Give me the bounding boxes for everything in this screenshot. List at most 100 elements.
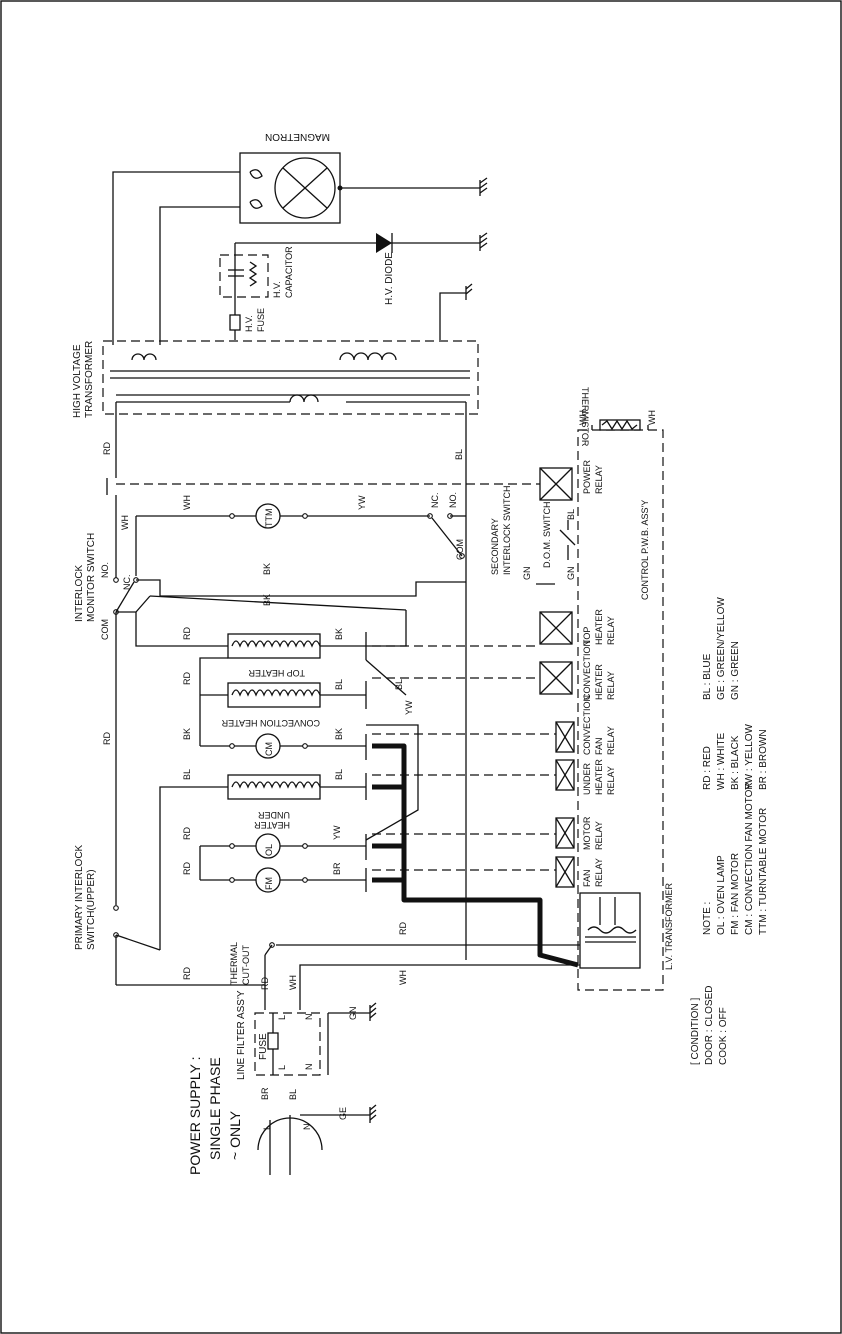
- wire-bk-cm: BK: [182, 728, 192, 740]
- wire-bl-plug: BL: [288, 1089, 298, 1100]
- power-supply-line-2: SINGLE PHASE: [207, 1057, 223, 1160]
- wire-com-sec: COM: [455, 539, 465, 560]
- notes-col1-3: CM : CONVECTION FAN MOTOR: [744, 782, 755, 935]
- wire-nc-sec: NC.: [430, 493, 440, 509]
- interlock-monitor-label-2: MONITOR SWITCH: [86, 533, 97, 622]
- magnetron-label: MAGNETRON: [265, 131, 330, 142]
- wire-bk-2: BK: [262, 594, 272, 606]
- magnetron: MAGNETRON: [239, 131, 343, 224]
- conv-fan-relay-label-3: RELAY: [606, 726, 616, 755]
- cm-label: CM: [264, 742, 274, 756]
- ground-icon: [369, 1002, 377, 1021]
- wire-n-bot: N: [304, 1064, 314, 1071]
- notes-col2-4: YW : YELLOW: [744, 723, 755, 790]
- notes-col3-2: GE : GREEN/YELLOW: [716, 597, 727, 700]
- under-heater-relay-label-1: UNDER: [582, 762, 592, 795]
- hv-fuse-icon: [229, 314, 241, 331]
- wire-wh-ttm: WH: [182, 495, 192, 510]
- thermistor: [591, 419, 649, 431]
- fan-relay-label-1: FAN: [582, 869, 592, 887]
- wire-gn-dom: GN: [566, 567, 576, 581]
- power-plug: [257, 1115, 323, 1175]
- fm-motor-icon: [255, 867, 281, 893]
- notes-col1-1: OL : OVEN LAMP: [716, 855, 727, 935]
- lv-bus-wire: [372, 743, 579, 968]
- control-pwb-label: CONTROL P.W.B. ASS'Y: [640, 500, 650, 600]
- wire-nc-mon: NC.: [122, 575, 132, 591]
- fm-label: FM: [264, 877, 274, 890]
- ol-lamp-icon: [255, 833, 281, 859]
- interlock-monitor-label-1: INTERLOCK: [74, 564, 85, 622]
- notes-col1-2: FM : FAN MOTOR: [730, 853, 741, 935]
- hv-fuse-label-2: FUSE: [256, 308, 266, 332]
- primary-interlock-label-1: PRIMARY INTERLOCK: [74, 844, 85, 950]
- wire-rd-bot: RD: [182, 967, 192, 980]
- conv-fan-relay-label-1: CONVECTION: [582, 695, 592, 755]
- condition-line-1: [ CONDITION ]: [690, 998, 701, 1065]
- convection-heater-relay: [539, 661, 573, 695]
- motor-relay-label-2: RELAY: [594, 821, 604, 850]
- wire-br-plug: BR: [260, 1087, 270, 1100]
- top-heater-relay-label-2: HEATER: [594, 609, 604, 645]
- wire-l-top: L: [277, 1015, 287, 1020]
- top-heater-label: TOP HEATER: [248, 668, 305, 678]
- filter-fuse-label: FUSE: [258, 1033, 269, 1060]
- notes-col2-5: BR : BROWN: [758, 729, 769, 790]
- wire-rd-1: RD: [102, 442, 112, 455]
- wire-yw-ttm: YW: [357, 495, 367, 510]
- wire-bk-1: BK: [262, 563, 272, 575]
- thermistor-label: THERMISTOR: [580, 387, 590, 447]
- under-heater: [227, 774, 321, 800]
- line-filter: [254, 1012, 321, 1076]
- wire-bl-under: BL: [182, 769, 192, 780]
- fan-relay-label-2: RELAY: [594, 858, 604, 887]
- fan-relay: [555, 856, 575, 888]
- notes-col3-1: BL : BLUE: [702, 653, 713, 700]
- notes-col2-1: RD : RED: [702, 746, 713, 790]
- power-relay: [539, 467, 573, 501]
- dom-switch-label: D.O.M. SWITCH: [542, 502, 552, 569]
- under-heater-label-2: HEATER: [254, 820, 290, 830]
- wire-n-plug: N: [302, 1124, 312, 1131]
- convection-heater-label: CONVECTION HEATER: [221, 718, 320, 728]
- wire-l-plug: L: [262, 1125, 272, 1130]
- secondary-interlock-label-1: SECONDARY: [490, 518, 500, 575]
- hv-fuse-label-1: H.V.: [244, 315, 254, 332]
- wire-bl-dom: BL: [566, 509, 576, 520]
- wire-bl-under2: BL: [334, 769, 344, 780]
- wire-wh-th2: WH: [647, 410, 657, 425]
- lv-transformer: [579, 892, 641, 969]
- notes-title: NOTE :: [702, 902, 713, 935]
- ol-label: OL: [264, 844, 274, 856]
- notes-col2-2: WH : WHITE: [716, 732, 727, 790]
- wire-bk-cm2: BK: [334, 728, 344, 740]
- under-heater-relay: [555, 759, 575, 791]
- notes-col1-4: TTM : TURNTABLE MOTOR: [758, 808, 769, 935]
- power-supply-line-1: POWER SUPPLY :: [187, 1056, 203, 1175]
- ttm-label: TTM: [264, 509, 274, 528]
- hv-capacitor-label-1: H.V.: [272, 281, 282, 298]
- wire-bl-conv: BL: [334, 679, 344, 690]
- power-relay-label-1: POWER: [582, 459, 592, 494]
- wire-rd-left: RD: [102, 732, 112, 745]
- wire-bk-top: BK: [334, 628, 344, 640]
- conv-heater-relay-label-3: RELAY: [606, 671, 616, 700]
- conv-fan-relay-label-2: FAN: [594, 737, 604, 755]
- wire-yw-2: YW: [404, 700, 414, 715]
- motor-relay-label-1: MOTOR: [582, 816, 592, 850]
- wire-no-sec: NO.: [448, 492, 458, 508]
- thermal-cutout-label-2: CUT-OUT: [241, 945, 251, 985]
- wire-l-bot: L: [277, 1065, 287, 1070]
- top-heater: [227, 633, 321, 659]
- ttm-motor-icon: [255, 503, 281, 529]
- wire-yw-ol: YW: [332, 825, 342, 840]
- wire-bl-conv2: BL: [394, 679, 404, 690]
- wire-no-mon: NO.: [100, 562, 110, 578]
- conv-heater-relay-label-2: HEATER: [594, 664, 604, 700]
- hv-diode-icon: [376, 233, 392, 253]
- wire-wh-2: WH: [120, 515, 130, 530]
- conv-heater-relay-label-1: CONVECTION: [582, 640, 592, 700]
